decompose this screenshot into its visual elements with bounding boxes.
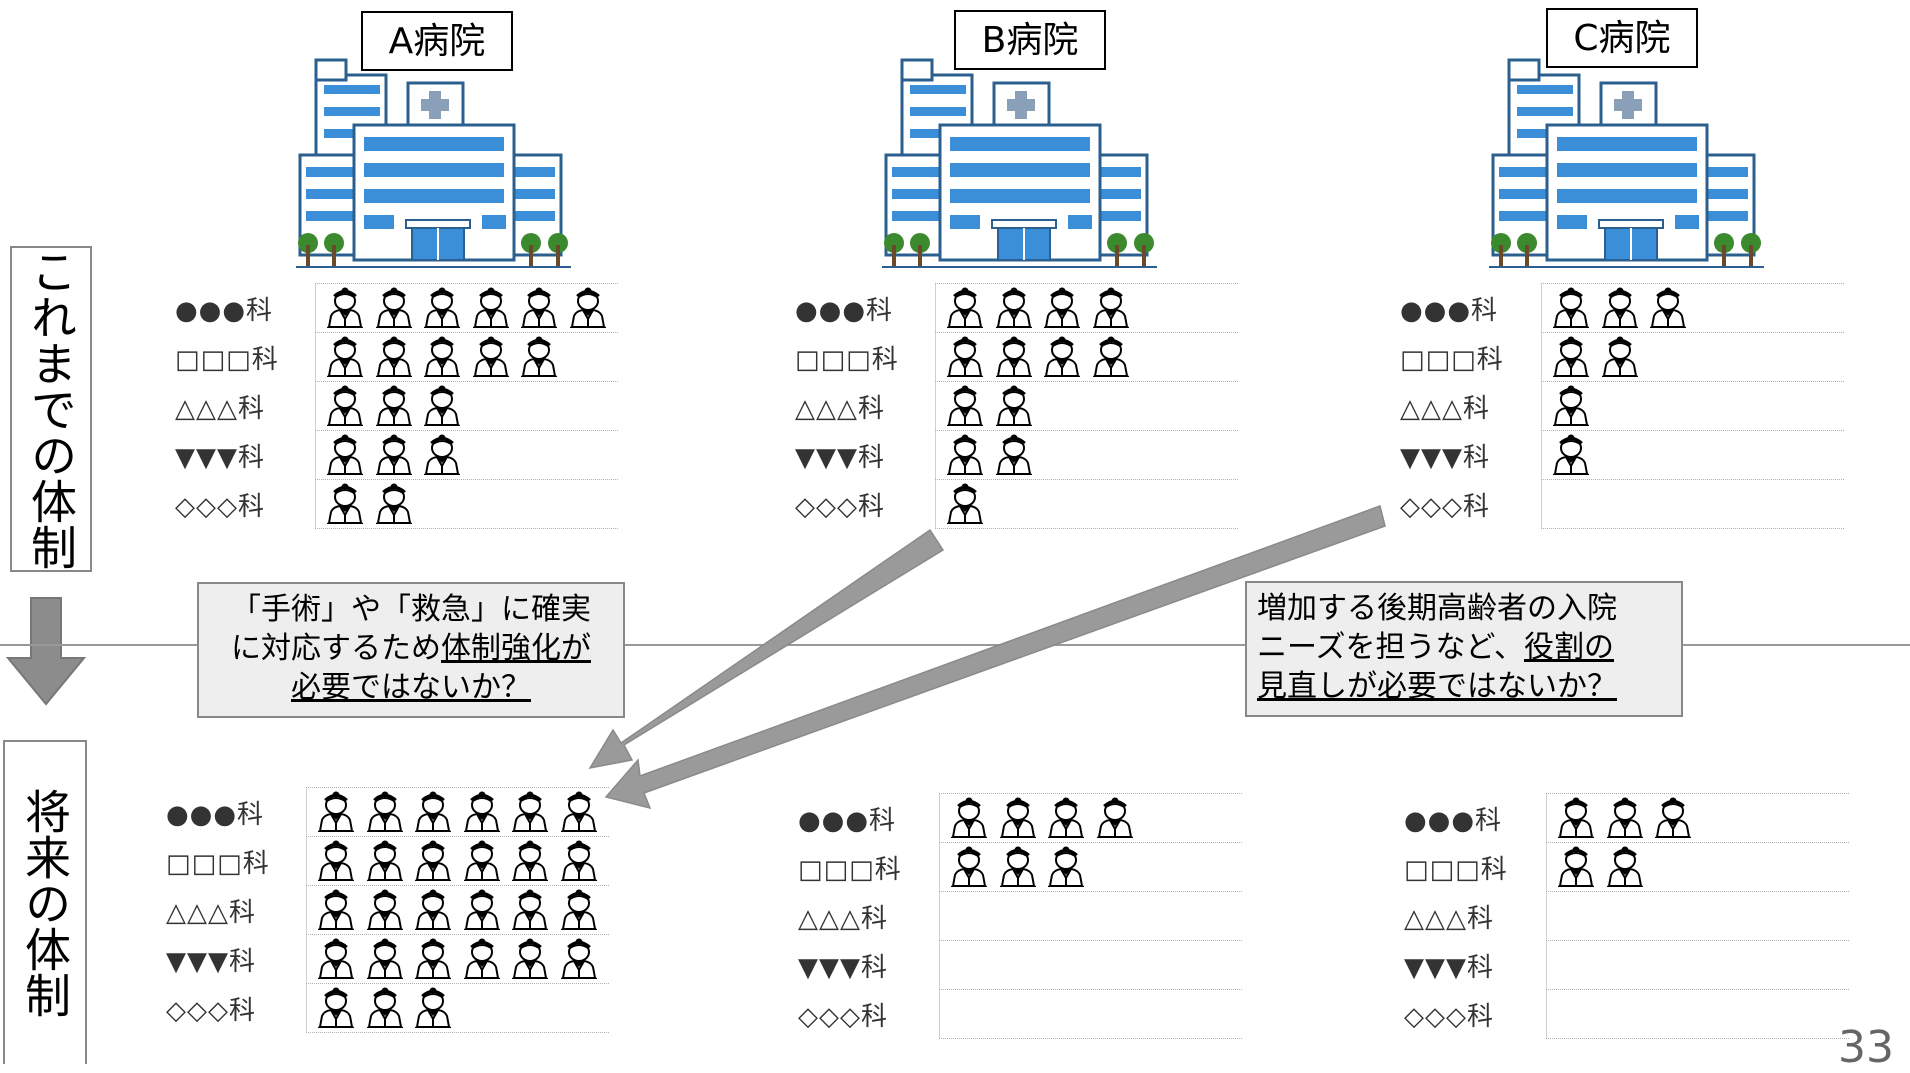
grid-row-divider	[306, 885, 609, 886]
dept-label-future-c-2: △△△科	[1404, 904, 1494, 934]
grid-row-divider	[939, 842, 1242, 843]
grid-future-b	[939, 793, 940, 1038]
grid-row-divider	[315, 430, 618, 431]
callout-left-line3: 必要ではないか？	[209, 668, 613, 707]
grid-current-b	[935, 283, 936, 528]
grid-row-divider	[939, 940, 1242, 941]
dept-label-future-c-1: □□□科	[1404, 855, 1508, 885]
grid-row-divider	[939, 989, 1242, 990]
down-arrow-icon	[5, 597, 87, 706]
hospital-c-label: C病院	[1546, 8, 1698, 68]
grid-row-divider	[1546, 940, 1849, 941]
callout-left-line3-underline: 必要ではないか？	[291, 670, 531, 705]
grid-current-a	[315, 283, 316, 528]
dept-label-current-c-4: ◇◇◇科	[1400, 492, 1490, 522]
dept-label-future-a-0: ●●●科	[166, 800, 265, 830]
grid-row-divider	[935, 430, 1238, 431]
grid-row-divider	[306, 1032, 609, 1033]
callout-role-review: 増加する後期高齢者の入院 ニーズを担うなど、役割の 見直しが必要ではないか？	[1245, 581, 1683, 717]
grid-row-divider	[306, 836, 609, 837]
dept-label-current-a-4: ◇◇◇科	[175, 492, 265, 522]
grid-future-a	[306, 787, 307, 1032]
callout-right-line3: 見直しが必要ではないか？	[1257, 667, 1671, 706]
grid-row-divider	[315, 479, 618, 480]
dept-label-future-a-2: △△△科	[166, 898, 256, 928]
grid-row-divider	[315, 528, 618, 529]
grid-row-divider	[939, 891, 1242, 892]
dept-label-current-c-2: △△△科	[1400, 394, 1490, 424]
grid-row-divider	[1546, 1038, 1849, 1039]
period-future-label: 将来の体制	[3, 740, 87, 1064]
dept-label-future-b-1: □□□科	[798, 855, 902, 885]
dept-label-future-b-3: ▼▼▼科	[798, 953, 888, 983]
dept-label-current-b-3: ▼▼▼科	[795, 443, 885, 473]
grid-current-c	[1541, 283, 1542, 528]
grid-future-c	[1546, 793, 1547, 1038]
grid-row-divider	[1541, 430, 1844, 431]
grid-row-divider	[306, 934, 609, 935]
dept-label-current-b-1: □□□科	[795, 345, 899, 375]
hospital-b-label: B病院	[954, 10, 1106, 70]
dept-label-current-c-1: □□□科	[1400, 345, 1504, 375]
grid-row-divider	[1541, 332, 1844, 333]
dept-label-future-a-4: ◇◇◇科	[166, 996, 256, 1026]
callout-left-line2: に対応するため体制強化が	[209, 629, 613, 668]
dept-label-current-a-3: ▼▼▼科	[175, 443, 265, 473]
grid-row-divider	[1546, 891, 1849, 892]
callout-right-line2-underline: 役割の	[1524, 630, 1614, 665]
hospital-a-label: A病院	[361, 11, 513, 71]
grid-row-divider	[1546, 989, 1849, 990]
grid-row-divider	[315, 283, 618, 284]
grid-row-divider	[935, 283, 1238, 284]
section-divider	[0, 644, 1910, 646]
callout-right-line2: ニーズを担うなど、役割の	[1257, 628, 1671, 667]
dept-label-future-b-4: ◇◇◇科	[798, 1002, 888, 1032]
grid-row-divider	[935, 528, 1238, 529]
dept-label-future-c-0: ●●●科	[1404, 806, 1503, 836]
dept-label-current-a-2: △△△科	[175, 394, 265, 424]
dept-label-future-b-0: ●●●科	[798, 806, 897, 836]
dept-label-current-b-0: ●●●科	[795, 296, 894, 326]
dept-label-current-b-2: △△△科	[795, 394, 885, 424]
dept-label-current-c-3: ▼▼▼科	[1400, 443, 1490, 473]
dept-label-current-a-1: □□□科	[175, 345, 279, 375]
dept-label-current-a-0: ●●●科	[175, 296, 274, 326]
grid-row-divider	[935, 332, 1238, 333]
callout-right-line3-underline: 見直しが必要ではないか？	[1257, 669, 1617, 704]
period-current-label: これまでの体制	[10, 246, 92, 572]
page-number: 33	[1838, 1022, 1894, 1073]
callout-left-line2-underline: 体制強化が	[441, 631, 591, 666]
grid-row-divider	[306, 983, 609, 984]
grid-row-divider	[935, 479, 1238, 480]
arrow-b-to-a	[588, 528, 945, 770]
grid-row-divider	[315, 332, 618, 333]
grid-row-divider	[1541, 479, 1844, 480]
grid-row-divider	[1546, 793, 1849, 794]
grid-row-divider	[1546, 842, 1849, 843]
callout-right-line1: 増加する後期高齢者の入院	[1257, 591, 1617, 626]
grid-row-divider	[315, 381, 618, 382]
grid-row-divider	[935, 381, 1238, 382]
dept-label-current-b-4: ◇◇◇科	[795, 492, 885, 522]
dept-label-future-a-3: ▼▼▼科	[166, 947, 256, 977]
grid-row-divider	[1541, 381, 1844, 382]
arrow-c-to-a	[604, 505, 1386, 810]
callout-left-line1: 「手術」や「救急」に確実	[231, 592, 591, 627]
grid-row-divider	[306, 787, 609, 788]
grid-row-divider	[939, 793, 1242, 794]
dept-label-current-c-0: ●●●科	[1400, 296, 1499, 326]
callout-strengthen: 「手術」や「救急」に確実 に対応するため体制強化が 必要ではないか？	[197, 582, 625, 718]
grid-row-divider	[1541, 528, 1844, 529]
callout-right-line2-plain: ニーズを担うなど、	[1257, 630, 1524, 665]
grid-row-divider	[1541, 283, 1844, 284]
dept-label-future-a-1: □□□科	[166, 849, 270, 879]
dept-label-future-c-4: ◇◇◇科	[1404, 1002, 1494, 1032]
dept-label-future-b-2: △△△科	[798, 904, 888, 934]
grid-row-divider	[939, 1038, 1242, 1039]
callout-left-line2-plain: に対応するため	[231, 631, 441, 666]
dept-label-future-c-3: ▼▼▼科	[1404, 953, 1494, 983]
